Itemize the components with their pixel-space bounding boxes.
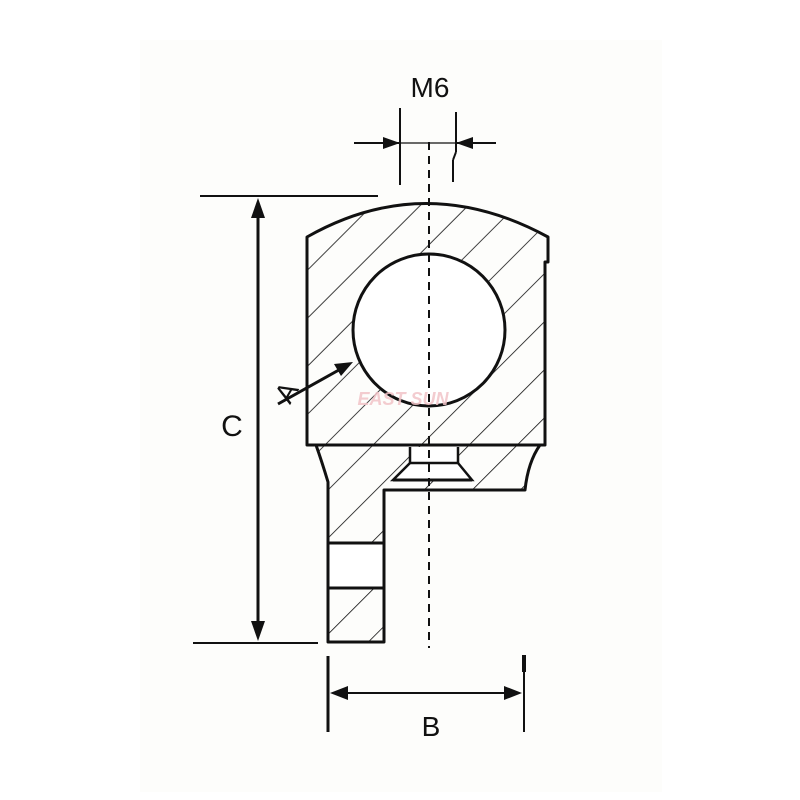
label-m6: M6 <box>411 72 450 103</box>
label-c: C <box>221 410 243 443</box>
shank-section <box>307 443 545 644</box>
c-dimension: C <box>193 195 378 644</box>
label-a: A <box>268 376 304 408</box>
label-b: B <box>422 711 441 742</box>
cross-hole <box>329 543 383 587</box>
b-dimension: B <box>326 655 526 742</box>
watermark: EAST SUN <box>357 389 449 409</box>
m6-dimension: M6 <box>354 72 496 185</box>
